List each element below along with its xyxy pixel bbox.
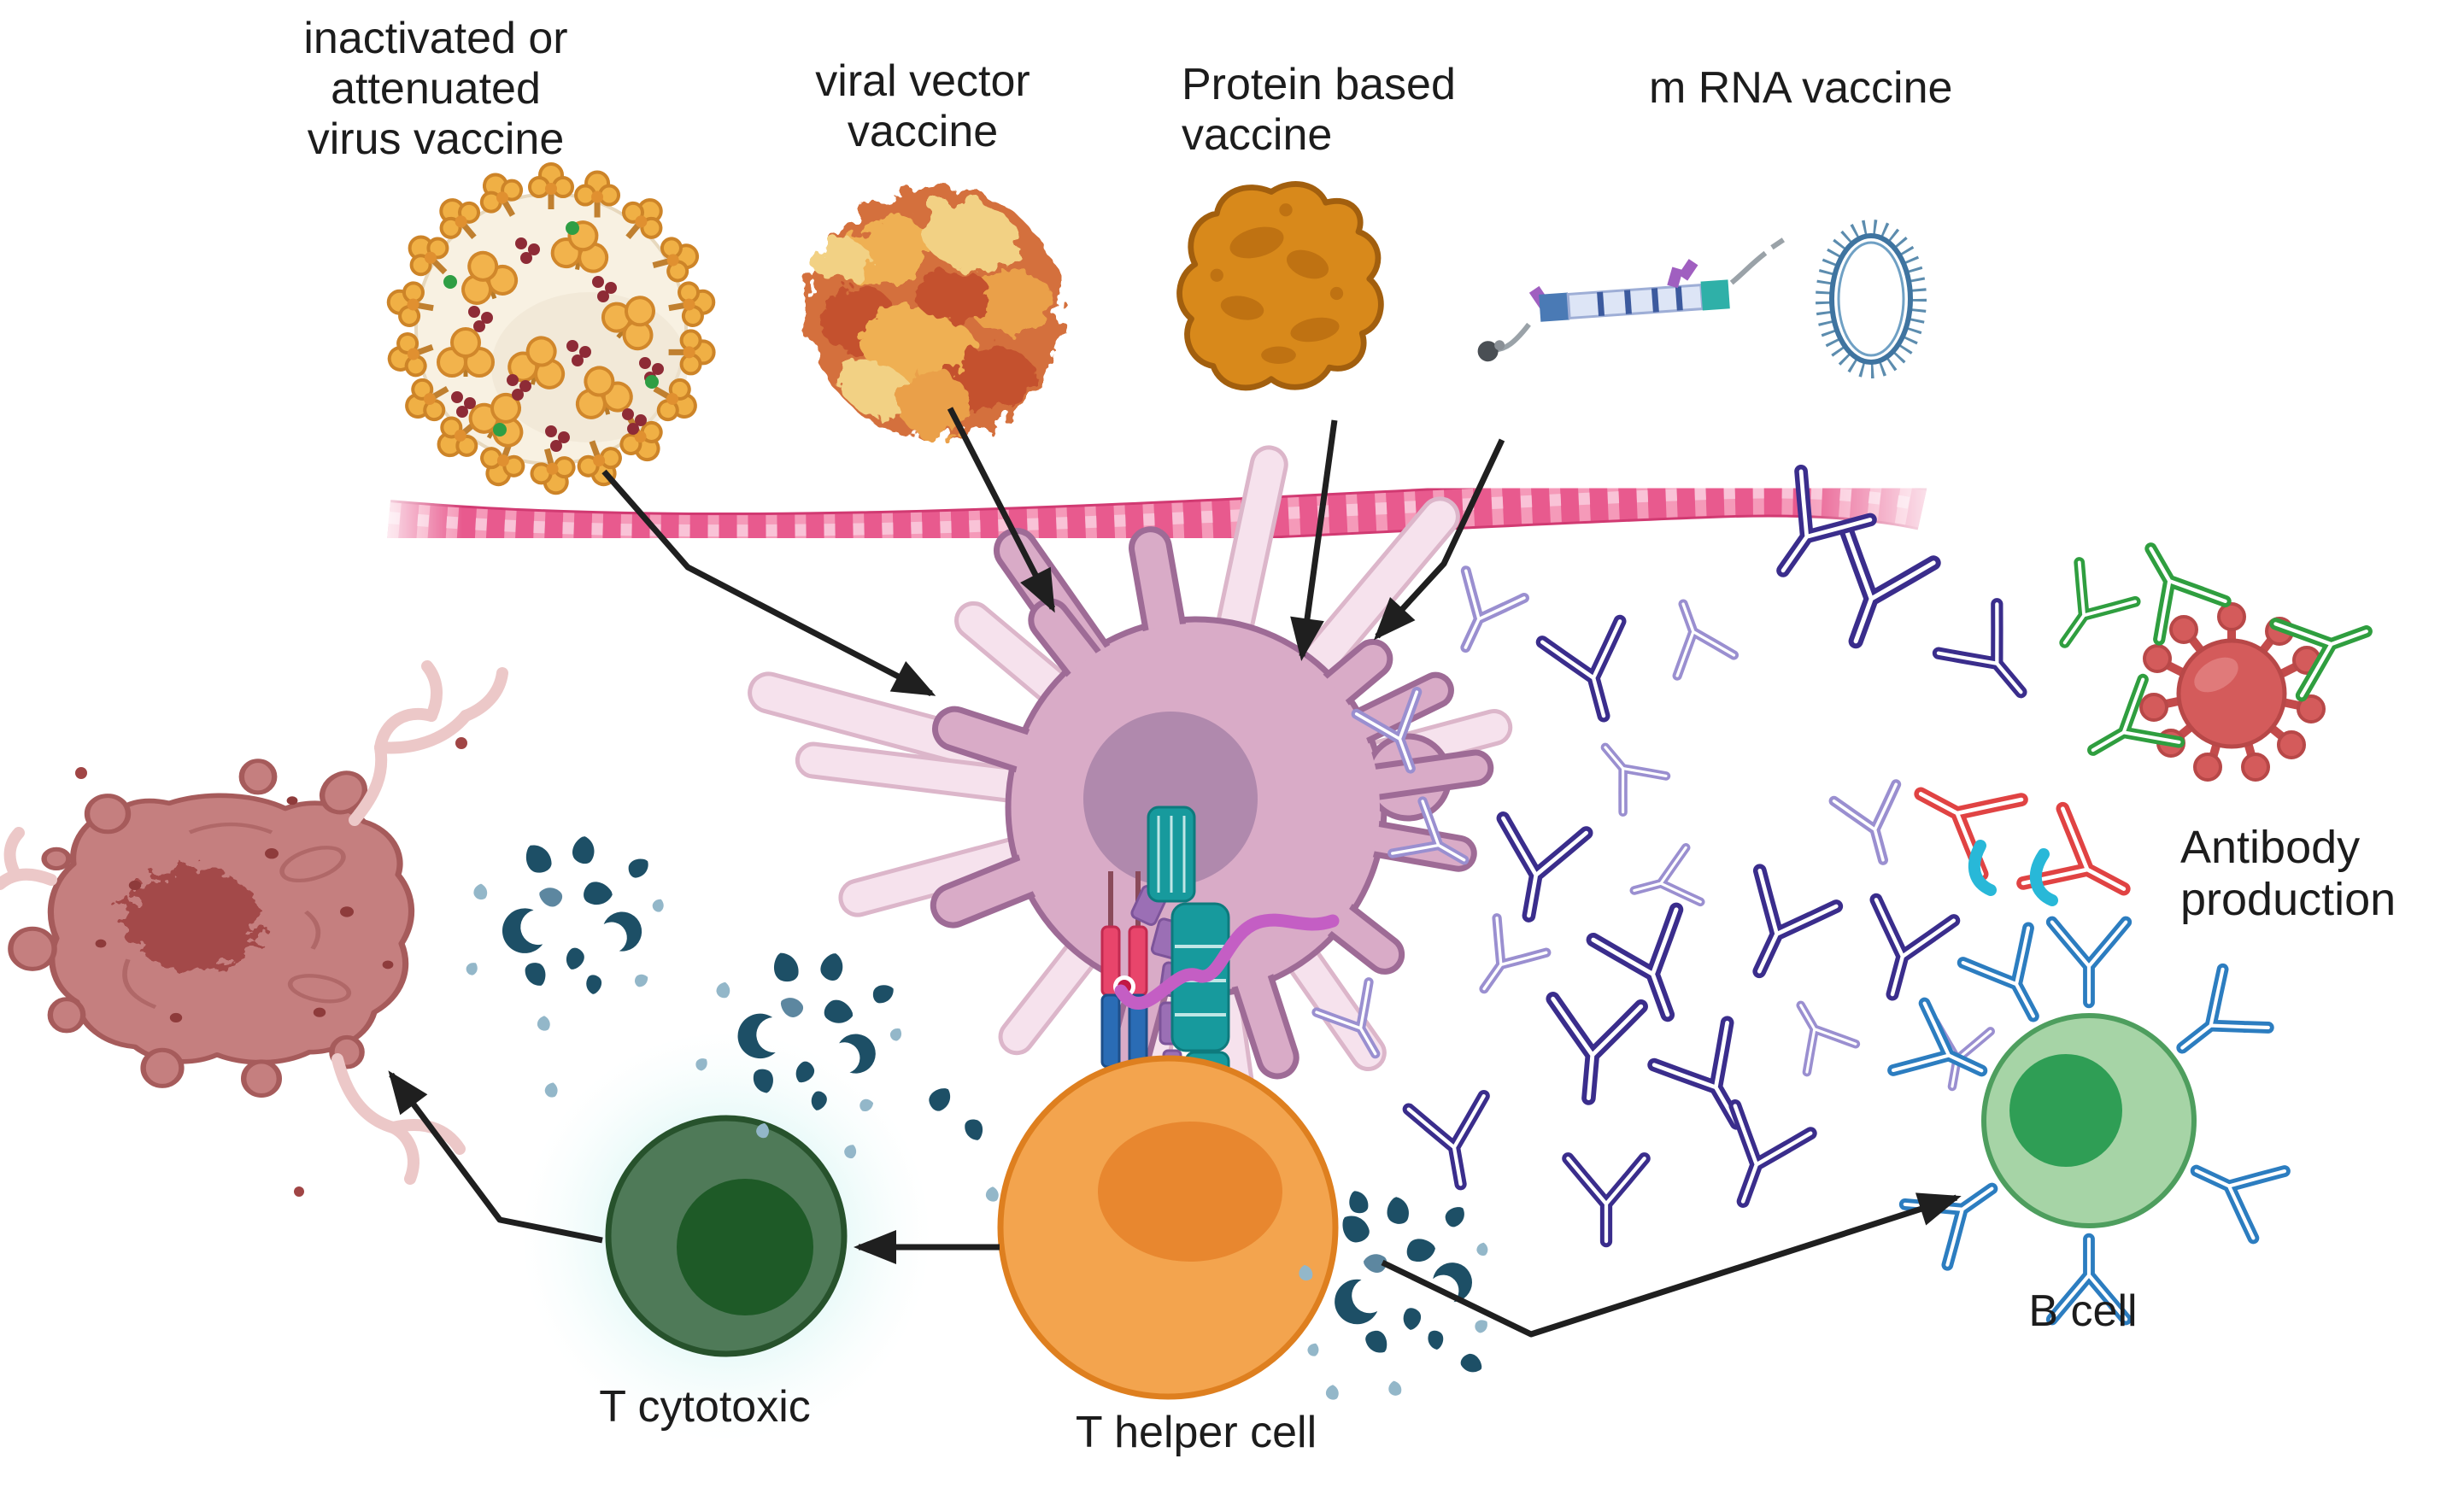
neutralized-virus	[2037, 530, 2379, 782]
t-helper-nucleus	[1098, 1122, 1282, 1262]
granule-icon	[543, 1081, 560, 1098]
granule-icon	[962, 1116, 987, 1144]
label-mrna-vaccine: m RNA vaccine	[1649, 63, 1953, 113]
antibody-icon	[1436, 571, 1524, 661]
antibody-icon	[1542, 621, 1642, 726]
arrow-protein-to-dendritic	[1290, 419, 1338, 661]
inactivated-virus-icon	[383, 164, 717, 498]
t-cytotoxic-nucleus	[677, 1179, 813, 1315]
antibody-icon	[1705, 1106, 1810, 1216]
antibody-icon	[1854, 899, 1954, 1005]
label-antibody-production: Antibody production	[2180, 822, 2397, 926]
antibody-icon	[1812, 531, 1933, 657]
label-b-cell: B cell	[2028, 1286, 2138, 1336]
green-antibody-icon	[2275, 595, 2379, 695]
b-cell	[1893, 923, 2285, 1320]
b-cell-nucleus	[2009, 1054, 2122, 1167]
green-antibody-icon	[2037, 562, 2135, 662]
antibody-icon	[1776, 991, 1856, 1072]
muscle-tissue-band	[386, 474, 1927, 556]
antibody-icon	[1655, 594, 1734, 676]
antibody-icon	[1627, 847, 1700, 917]
b-cell-receptor-icon	[1893, 1004, 1998, 1104]
green-antibody-icon	[2075, 680, 2179, 782]
protein-body	[1176, 181, 1384, 391]
red-virus-icon	[2139, 602, 2326, 782]
antibody-icon	[1545, 999, 1641, 1102]
b-cell-receptor-icon	[2052, 923, 2126, 1003]
red-antibody-icon	[1901, 757, 2021, 874]
lipid-nanoparticle-icon	[1816, 220, 1927, 378]
cytokine-squiggle	[1114, 913, 1340, 1010]
label-t-cytotoxic: T cytotoxic	[599, 1382, 811, 1432]
t-helper-cell	[997, 1055, 1339, 1400]
arrow-tcytotoxic-to-infected	[388, 1070, 603, 1244]
arrow-mrna-to-dendritic	[1373, 438, 1505, 641]
b-cell-receptor-icon	[2180, 1137, 2285, 1238]
protein-antigen-icon	[1176, 181, 1384, 391]
antibody-complex	[1901, 757, 2144, 926]
antibody-icon	[1568, 1158, 1644, 1241]
label-inactivated-virus-vaccine: inactivated or attenuated virus vaccine	[303, 14, 568, 164]
antibody-icon	[1584, 729, 1666, 812]
arrows	[388, 407, 1962, 1338]
arrow-inactivated-to-dendritic	[601, 469, 936, 697]
label-t-helper-cell: T helper cell	[1075, 1408, 1317, 1457]
arrow-thelper-to-bcell	[1381, 1192, 1962, 1338]
mrna-construct-icon	[1477, 237, 1786, 362]
antibody-icon	[1939, 604, 2050, 717]
granule-icon	[1345, 1187, 1371, 1216]
dendritic-cell	[748, 445, 1513, 1148]
granule-icon	[924, 1082, 956, 1115]
viral-vector-icon	[809, 185, 1062, 440]
antibody-icon	[1722, 870, 1837, 989]
label-viral-vector-vaccine: viral vector vaccine	[815, 56, 1030, 156]
antibody-icon	[1654, 1022, 1773, 1144]
antibody-icon	[1459, 918, 1546, 1006]
dendritic-nucleus	[1083, 712, 1258, 886]
arrow-vector-to-dendritic	[947, 407, 1056, 613]
antibody-icon	[1834, 784, 1915, 868]
killed-infected-cell	[0, 660, 508, 1197]
b-cell-receptor-icon	[1963, 928, 2066, 1033]
t-cytotoxic-cell	[521, 1031, 931, 1441]
antibody-icon	[1409, 1096, 1499, 1191]
label-protein-based-vaccine: Protein based vaccine	[1182, 60, 1456, 160]
antibody-icon	[1487, 818, 1587, 923]
granule-icon	[1325, 1385, 1339, 1400]
granule-icon	[1458, 1350, 1486, 1377]
granule-icon	[985, 1186, 999, 1202]
granule-rosette	[464, 835, 666, 1031]
antibody-icon	[1593, 910, 1710, 1030]
